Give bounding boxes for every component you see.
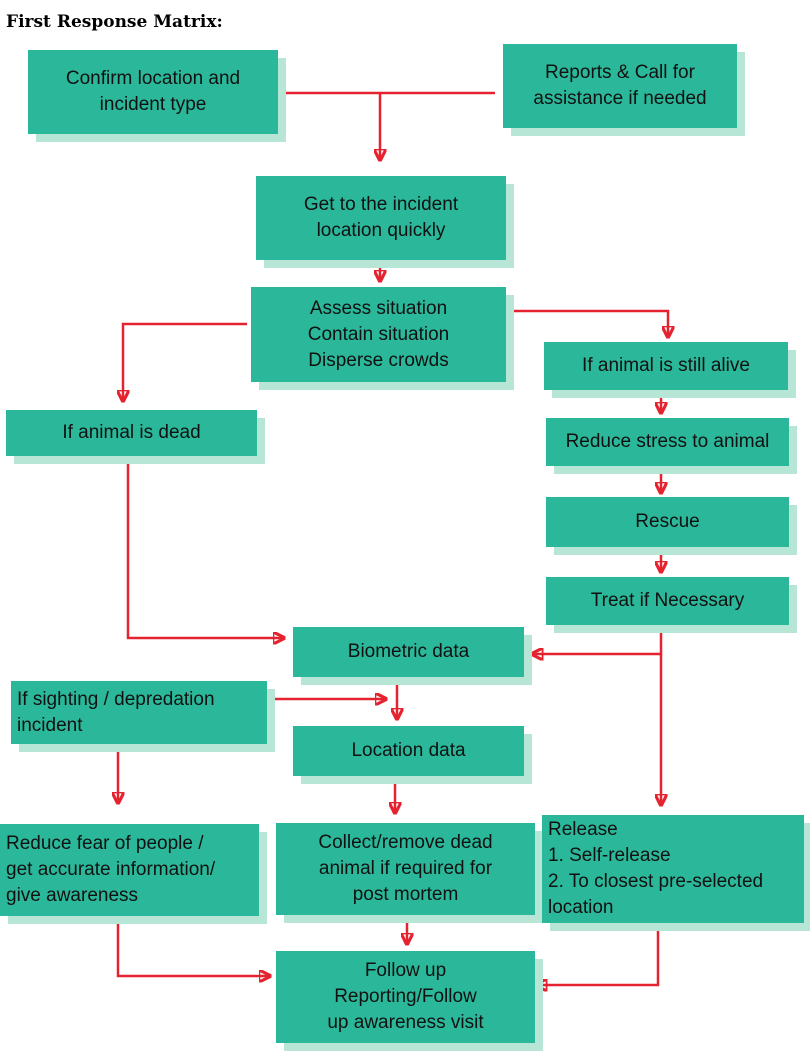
node-text-line: Reduce stress to animal [565, 431, 770, 452]
node-text-line: Disperse crowds [308, 349, 449, 371]
edge-assess-to-alive [510, 309, 668, 337]
node-biometric-data: Biometric data [293, 627, 524, 677]
node-text-line: If animal is dead [62, 422, 201, 443]
node-rescue: Rescue [546, 497, 789, 547]
node-text-line: post mortem [352, 884, 459, 905]
node-text-line: Location data [351, 740, 466, 761]
node-follow-up: Follow up Reporting/Follow up awareness vi… [276, 951, 535, 1043]
edge-fear-to-follow [116, 916, 270, 976]
node-text-line: If sighting / depredation [17, 688, 215, 710]
node-text-line: Biometric data [347, 641, 470, 662]
node-text-line: 1. Self-release [548, 845, 671, 866]
node-release: Release 1. Self-release 2. To closest pre-… [542, 815, 804, 923]
node-collect-dead: Collect/remove dead animal if required fo… [276, 823, 535, 915]
node-get-to-location: Get to the incident location quickly [256, 176, 506, 260]
node-text-line: Follow up [364, 960, 447, 981]
edge-treat-to-biometric [532, 626, 663, 654]
node-animal-alive: If animal is still alive [544, 342, 788, 390]
node-text-line: assistance if needed [533, 88, 707, 109]
node-text-line: Reduce fear of people / [6, 833, 204, 854]
node-text-line: Get to the incident [303, 194, 459, 215]
node-text-line: location [548, 897, 614, 918]
node-treat: Treat if Necessary [546, 577, 789, 625]
node-text-line: Reporting/Follow [334, 986, 477, 1007]
node-text-line: Reports & Call for [545, 62, 695, 83]
node-text-line: incident type [99, 94, 207, 115]
node-text-line: Contain situation [307, 323, 450, 345]
node-text-line: Confirm location and [65, 68, 241, 89]
edge-release-to-follow [536, 925, 660, 985]
node-reduce-stress: Reduce stress to animal [546, 418, 789, 466]
node-text-line: Treat if Necessary [590, 590, 745, 611]
node-text-line: Rescue [635, 511, 700, 532]
node-sighting: If sighting / depredation incident [11, 681, 267, 744]
node-text-line: animal if required for [318, 858, 493, 879]
node-reduce-fear: Reduce fear of people / get accurate info… [0, 824, 259, 916]
node-reports-call: Reports & Call for assistance if needed [503, 44, 737, 128]
node-text-line: get accurate information/ [6, 859, 216, 880]
node-text-line: incident [17, 714, 83, 736]
node-text-line: location quickly [316, 220, 446, 241]
node-confirm-location: Confirm location and incident type [28, 50, 278, 134]
node-text-line: 2. To closest pre-selected [548, 871, 764, 892]
node-text-line: Collect/remove dead [318, 832, 493, 853]
node-text-line: up awareness visit [327, 1012, 484, 1033]
edge-assess-to-dead [123, 322, 247, 401]
diagram-title: First Response Matrix: [6, 12, 223, 32]
node-text-line: Assess situation [309, 297, 448, 319]
node-animal-dead: If animal is dead [6, 410, 257, 456]
node-text-line: If animal is still alive [582, 355, 750, 376]
node-text-line: give awareness [6, 885, 139, 906]
edge-dead-to-biometric [126, 464, 284, 638]
node-text-line: Release [548, 819, 618, 840]
node-location-data: Location data [293, 726, 524, 776]
